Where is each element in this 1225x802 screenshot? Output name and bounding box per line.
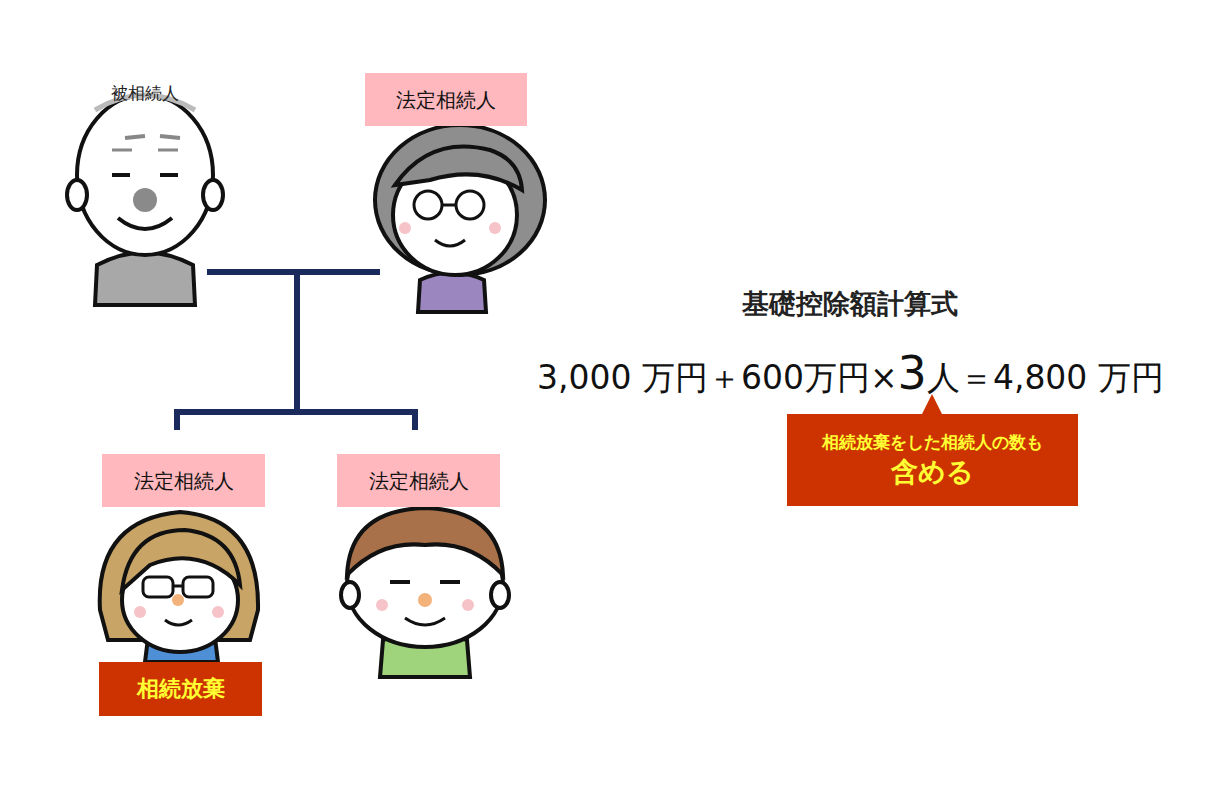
marriage-line [207, 269, 380, 275]
callout-box: 相続放棄をした相続人の数も含める [787, 414, 1078, 506]
grandmother-figure [375, 125, 545, 312]
formula-row: 3,000 万円＋600万円×3人＝4,800 万円 [537, 346, 1164, 401]
formula-title: 基礎控除額計算式 [742, 286, 958, 322]
node-text: 相続放棄 [137, 675, 225, 704]
deceased-label: 被相続人 [111, 82, 179, 105]
heir-tag: 法定相続人 [365, 73, 527, 126]
renunciation-tag: 相続放棄 [99, 662, 262, 716]
node-text: 法定相続人 [369, 468, 469, 494]
formula-part: 人＝4,800 万円 [927, 356, 1164, 401]
son-figure [341, 508, 509, 677]
daughter-figure [100, 512, 258, 662]
node-text: 相続放棄をした相続人の数も [822, 431, 1043, 453]
node-text: 法定相続人 [134, 468, 234, 494]
heir-count: 3 [898, 346, 927, 400]
formula-part: 3,000 万円＋600万円× [537, 356, 898, 401]
grandfather-figure [67, 95, 223, 305]
children-line [177, 412, 415, 430]
heir-tag: 法定相続人 [337, 454, 500, 507]
heir-tag: 法定相続人 [102, 454, 265, 507]
node-text: 含める [891, 454, 974, 489]
callout-arrow [930, 404, 935, 413]
descent-line [294, 272, 300, 412]
node-text: 法定相続人 [396, 87, 496, 113]
family-tree [177, 272, 415, 430]
